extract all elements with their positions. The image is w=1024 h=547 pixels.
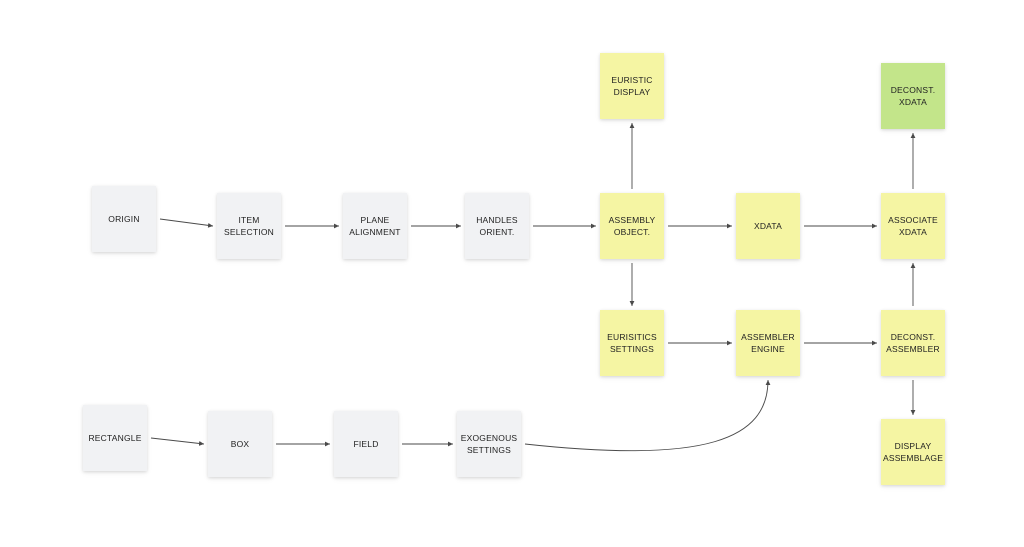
- note-item-selection-label: ITEM SELECTION: [224, 215, 274, 237]
- note-associate-xdata[interactable]: ASSOCIATE XDATA: [881, 193, 945, 259]
- note-associate-xdata-label: ASSOCIATE XDATA: [888, 215, 938, 237]
- note-plane-alignment-label: PLANE ALIGNMENT: [349, 215, 401, 237]
- note-euristic-display[interactable]: EURISTIC DISPLAY: [600, 53, 664, 119]
- note-assembler-engine[interactable]: ASSEMBLER ENGINE: [736, 310, 800, 376]
- note-origin-label: ORIGIN: [108, 214, 140, 224]
- note-field[interactable]: FIELD: [334, 411, 398, 477]
- note-deconst-xdata[interactable]: DECONST. XDATA: [881, 63, 945, 129]
- note-box[interactable]: BOX: [208, 411, 272, 477]
- connector-rectangle-to-box: [150, 437, 205, 446]
- note-origin[interactable]: ORIGIN: [92, 186, 156, 252]
- note-deconst-assembler[interactable]: DECONST. ASSEMBLER: [881, 310, 945, 376]
- note-handles-orient[interactable]: HANDLES ORIENT.: [465, 193, 529, 259]
- connector-exogenous-settings-to-assembler-engine: [524, 379, 771, 452]
- note-assembly-object[interactable]: ASSEMBLY OBJECT.: [600, 193, 664, 259]
- note-eurisitics-settings-label: EURISITICS SETTINGS: [607, 332, 657, 354]
- note-exogenous-settings-label: EXOGENOUS SETTINGS: [460, 433, 518, 455]
- note-eurisitics-settings[interactable]: EURISITICS SETTINGS: [600, 310, 664, 376]
- note-xdata-label: XDATA: [753, 221, 783, 231]
- note-rectangle-label: RECTANGLE: [88, 433, 142, 443]
- note-exogenous-settings[interactable]: EXOGENOUS SETTINGS: [457, 411, 521, 477]
- note-field-label: FIELD: [353, 439, 379, 449]
- note-display-assemblage-label: DISPLAY ASSEMBLAGE: [882, 441, 944, 463]
- note-xdata[interactable]: XDATA: [736, 193, 800, 259]
- note-rectangle[interactable]: RECTANGLE: [83, 405, 147, 471]
- note-display-assemblage[interactable]: DISPLAY ASSEMBLAGE: [881, 419, 945, 485]
- note-assembler-engine-label: ASSEMBLER ENGINE: [741, 332, 795, 354]
- note-deconst-assembler-label: DECONST. ASSEMBLER: [886, 332, 940, 354]
- note-item-selection[interactable]: ITEM SELECTION: [217, 193, 281, 259]
- note-assembly-object-label: ASSEMBLY OBJECT.: [608, 215, 656, 237]
- connector-origin-to-item-selection: [159, 218, 214, 228]
- note-box-label: BOX: [230, 439, 250, 449]
- note-plane-alignment[interactable]: PLANE ALIGNMENT: [343, 193, 407, 259]
- note-euristic-display-label: EURISTIC DISPLAY: [611, 75, 653, 97]
- note-deconst-xdata-label: DECONST. XDATA: [890, 85, 936, 107]
- note-handles-orient-label: HANDLES ORIENT.: [476, 215, 518, 237]
